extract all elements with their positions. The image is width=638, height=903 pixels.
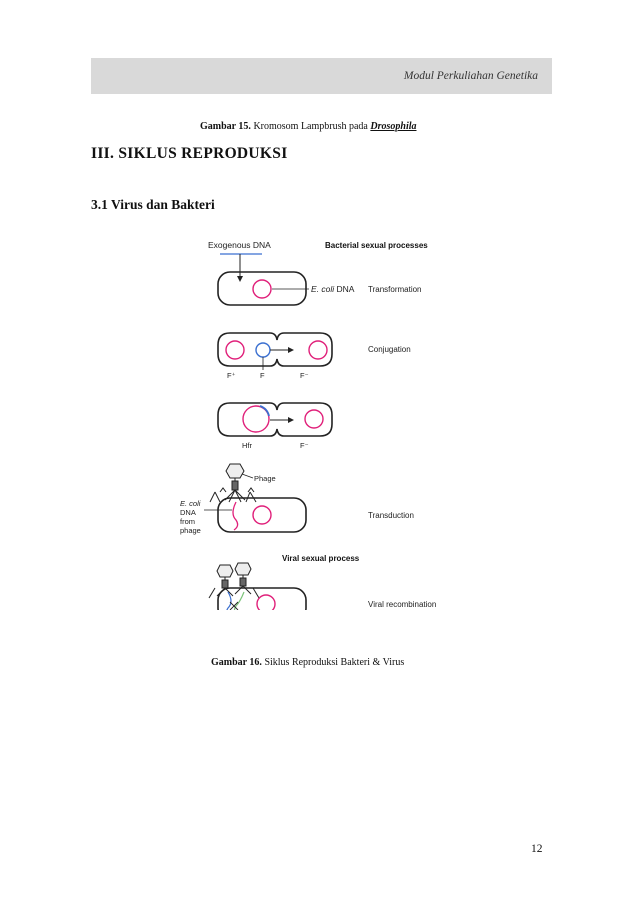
- label-f-minus: F⁻: [300, 371, 309, 380]
- label-hfr: Hfr: [242, 441, 253, 450]
- phage-pointer: [241, 473, 254, 479]
- conjugation-cells: [217, 332, 333, 367]
- figure-15-emphasis: Drosophila: [370, 121, 417, 132]
- coinfecting-phages-icon: [208, 562, 260, 599]
- subsection-heading: 3.1 Virus dan Bakteri: [91, 197, 215, 212]
- label-f-minus-2: F⁻: [300, 441, 309, 450]
- f-plasmid: [255, 342, 271, 358]
- figure-15-label: Gambar 15.: [200, 121, 251, 132]
- page-number: 12: [531, 843, 543, 855]
- label-transduction: Transduction: [368, 511, 414, 520]
- header-title: Modul Perkuliahan Genetika: [403, 70, 538, 82]
- label-phage: Phage: [254, 474, 276, 483]
- arrow-head-icon: [288, 417, 294, 423]
- figure-16-text: Siklus Reproduksi Bakteri & Virus: [264, 657, 405, 668]
- transduction-cell: [217, 497, 307, 533]
- viral-host-chromosome: [256, 594, 276, 610]
- label-viral-heading: Viral sexual process: [282, 554, 360, 563]
- label-exogenous-dna: Exogenous DNA: [208, 240, 271, 250]
- arrow-head-icon: [237, 276, 243, 282]
- crossover-mark: [229, 601, 239, 610]
- label-ecoli-from-phage-4: phage: [180, 526, 201, 535]
- figure-16-caption: Gambar 16. Siklus Reproduksi Bakteri & V…: [211, 657, 404, 668]
- transduction-chromosome: [252, 505, 272, 525]
- arrow-head-icon: [288, 347, 294, 353]
- label-f: F: [260, 371, 265, 380]
- viral-dna-green: [233, 591, 245, 610]
- label-ecoli-from-phage-1: E. coli: [180, 499, 201, 508]
- recipient-chromosome: [308, 340, 328, 360]
- label-viral-recombination: Viral recombination: [368, 600, 436, 609]
- reproduction-diagram: Exogenous DNA Bacterial sexual processes…: [180, 240, 436, 610]
- label-ecoli-dna: E. coli DNA: [311, 284, 355, 294]
- figure-15-caption: Gambar 15. Kromosom Lampbrush pada Droso…: [200, 121, 417, 132]
- label-bacterial-heading: Bacterial sexual processes: [325, 241, 428, 250]
- transformation-cell: [217, 271, 307, 306]
- label-f-plus: F⁺: [227, 371, 236, 380]
- section-heading: III. SIKLUS REPRODUKSI: [91, 145, 288, 162]
- donor-chromosome: [225, 340, 245, 360]
- phage-icon: [224, 463, 246, 503]
- figure-16-label: Gambar 16.: [211, 657, 262, 668]
- viral-dna-blue: [226, 591, 232, 610]
- viral-recombination-cell: [217, 587, 307, 610]
- phage-carried-dna: [232, 501, 239, 531]
- hfr-cells: [217, 402, 333, 437]
- hfr-chromosome: [242, 405, 270, 433]
- transformation-chromosome: [252, 279, 272, 299]
- hfr-integrated-f: [259, 405, 270, 417]
- label-conjugation: Conjugation: [368, 345, 411, 354]
- phage-cluster-icon: [209, 487, 257, 503]
- hfr-recipient-chromosome: [304, 409, 324, 429]
- running-header: Modul Perkuliahan Genetika: [91, 58, 552, 94]
- label-ecoli-from-phage-3: from: [180, 517, 195, 526]
- label-transformation: Transformation: [368, 285, 422, 294]
- figure-15-text: Kromosom Lampbrush pada: [253, 121, 368, 132]
- label-ecoli-from-phage-2: DNA: [180, 508, 196, 517]
